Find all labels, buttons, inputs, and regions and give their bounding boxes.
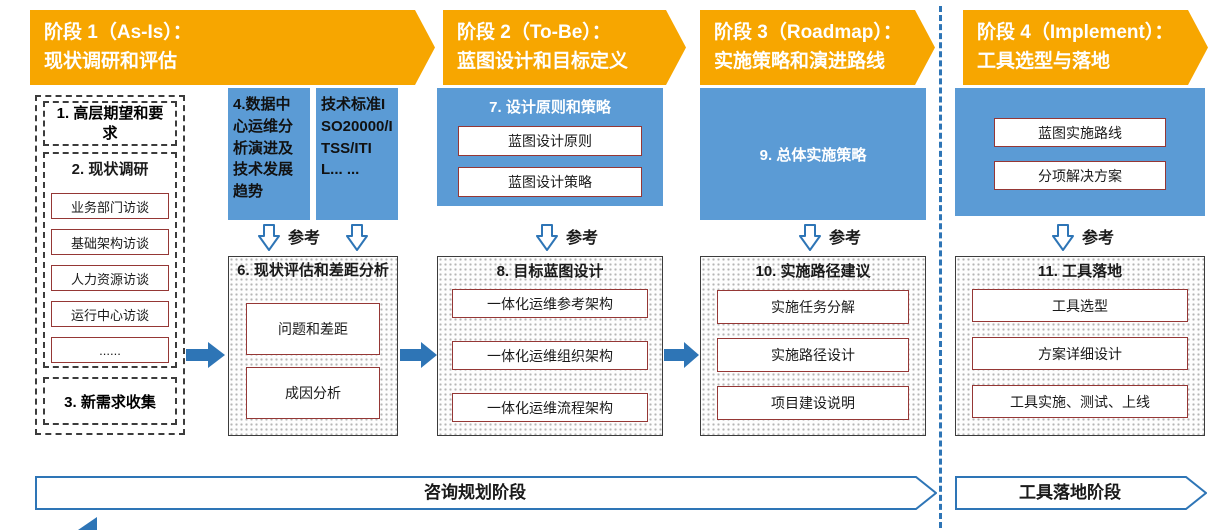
survey-item-hr: 人力资源访谈 bbox=[51, 265, 169, 291]
assessment-item-root-cause: 成因分析 bbox=[246, 367, 380, 419]
design-principles-title: 7. 设计原则和策略 bbox=[489, 99, 611, 116]
tool-landing-title: 11. 工具落地 bbox=[1037, 263, 1123, 280]
phase2-banner-line2: 蓝图设计和目标定义 bbox=[457, 51, 629, 72]
blueprint-item-org-architecture: 一体化运维组织架构 bbox=[452, 341, 648, 370]
consulting-stage-banner bbox=[35, 476, 937, 510]
roadmap-item-task-breakdown: 实施任务分解 bbox=[717, 290, 909, 324]
flow-arrow-right-icon bbox=[186, 342, 225, 368]
blueprint-design-title: 8. 目标蓝图设计 bbox=[496, 263, 604, 280]
expectations-box: 1. 高层期望和要求 bbox=[43, 101, 177, 146]
assessment-item-gaps: 问题和差距 bbox=[246, 303, 380, 355]
phase4-banner-line2: 工具选型与落地 bbox=[977, 51, 1111, 72]
landing-item-implement-test-launch: 工具实施、测试、上线 bbox=[972, 385, 1188, 418]
assessment-title: 6. 现状评估和差距分析 bbox=[237, 262, 389, 279]
datacenter-trends-box: 4.数据中心运维分析演进及技术发展趋势 bbox=[228, 88, 310, 220]
reference-down-arrow-icon bbox=[536, 224, 558, 251]
flow-arrow-right-icon bbox=[400, 342, 437, 368]
reference-down-arrow-icon bbox=[799, 224, 821, 251]
phase4-banner-line1: 阶段 4（Implement）： bbox=[977, 22, 1174, 43]
input-item-blueprint-route: 蓝图实施路线 bbox=[994, 118, 1166, 147]
phase1-banner: 阶段 1（As-Is）： 现状调研和评估 bbox=[30, 10, 435, 85]
phase4-banner: 阶段 4（Implement）： 工具选型与落地 bbox=[963, 10, 1208, 85]
phase3-banner-line1: 阶段 3（Roadmap）： bbox=[714, 22, 902, 43]
landing-item-tool-selection: 工具选型 bbox=[972, 289, 1188, 322]
roadmap-item-project-description: 项目建设说明 bbox=[717, 386, 909, 420]
phase-separator-line bbox=[939, 6, 942, 528]
principles-item-blueprint-strategy: 蓝图设计策略 bbox=[458, 167, 642, 197]
phase2-reference-label: 参考 bbox=[565, 230, 598, 247]
reference-down-arrow-icon bbox=[1052, 224, 1074, 251]
roadmap-title: 10. 实施路径建议 bbox=[755, 263, 871, 280]
phase4-reference-label: 参考 bbox=[1081, 230, 1114, 247]
input-item-solution: 分项解决方案 bbox=[994, 161, 1166, 190]
phase1-banner-line1: 阶段 1（As-Is）： bbox=[44, 22, 192, 43]
standards-box: 技术标准ISO20000/ITSS/ITIL... ... bbox=[316, 88, 398, 220]
overall-strategy-box: 9. 总体实施策略 bbox=[700, 88, 926, 220]
landing-item-detailed-design: 方案详细设计 bbox=[972, 337, 1188, 370]
blueprint-item-reference-architecture: 一体化运维参考架构 bbox=[452, 289, 648, 318]
reference-down-arrow-icon bbox=[346, 224, 368, 251]
survey-title: 2. 现状调研 bbox=[71, 161, 149, 178]
survey-item-infrastructure: 基础架构访谈 bbox=[51, 229, 169, 255]
roadmap-item-path-design: 实施路径设计 bbox=[717, 338, 909, 372]
phase2-banner-line1: 阶段 2（To-Be）： bbox=[457, 22, 611, 43]
survey-box bbox=[43, 152, 177, 368]
corner-decoration bbox=[78, 517, 97, 530]
consulting-stage-label: 咨询规划阶段 bbox=[424, 483, 526, 502]
implementation-stage-label: 工具落地阶段 bbox=[1019, 483, 1121, 502]
blueprint-item-process-architecture: 一体化运维流程架构 bbox=[452, 393, 648, 422]
phase3-reference-label: 参考 bbox=[828, 230, 861, 247]
phase1-banner-line2: 现状调研和评估 bbox=[44, 51, 178, 72]
implementation-input-box bbox=[955, 88, 1205, 216]
phase1-reference-label: 参考 bbox=[287, 230, 320, 247]
reference-down-arrow-icon bbox=[258, 224, 280, 251]
principles-item-blueprint-principles: 蓝图设计原则 bbox=[458, 126, 642, 156]
implementation-stage-banner bbox=[955, 476, 1207, 510]
phase3-banner: 阶段 3（Roadmap）： 实施策略和演进路线 bbox=[700, 10, 935, 85]
new-requirements-box: 3. 新需求收集 bbox=[43, 377, 177, 425]
phase2-banner: 阶段 2（To-Be）： 蓝图设计和目标定义 bbox=[443, 10, 686, 85]
flow-arrow-right-icon bbox=[664, 342, 699, 368]
survey-item-business: 业务部门访谈 bbox=[51, 193, 169, 219]
survey-item-more: ...... bbox=[51, 337, 169, 363]
survey-item-operations: 运行中心访谈 bbox=[51, 301, 169, 327]
phase3-banner-line2: 实施策略和演进路线 bbox=[714, 51, 886, 72]
